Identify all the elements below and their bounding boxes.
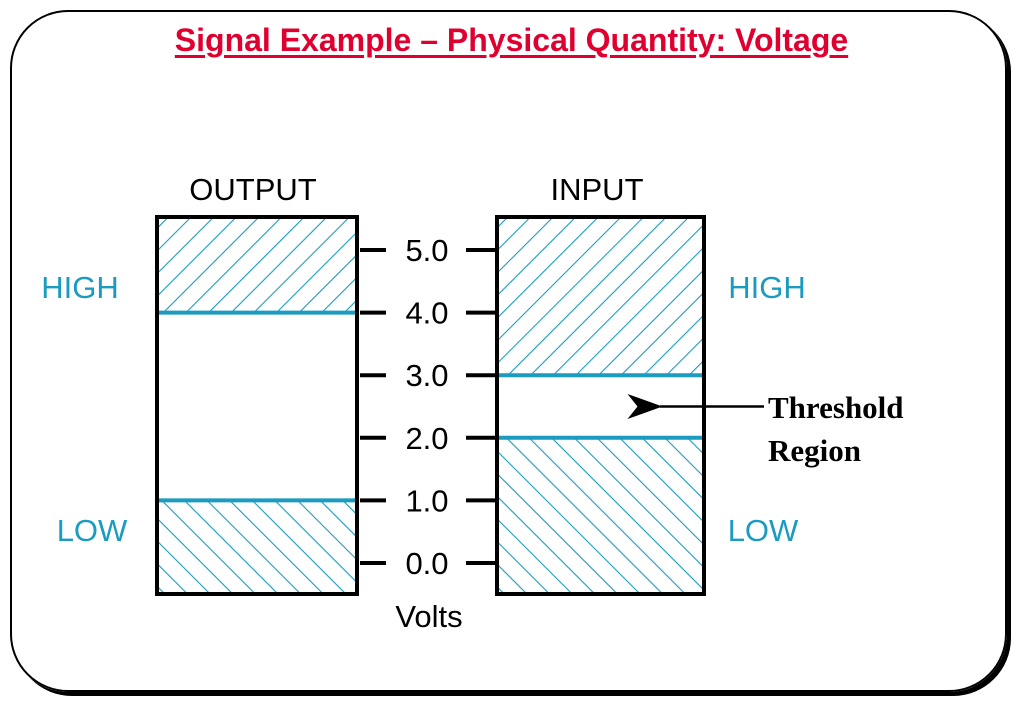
input-column — [495, 215, 706, 596]
scale-tick-label: 5.0 — [405, 233, 448, 268]
scale-tick-label: 1.0 — [405, 483, 448, 518]
output-low-label: LOW — [57, 513, 128, 548]
input-low-region — [497, 437, 704, 594]
input-header: INPUT — [551, 172, 644, 207]
slide-title: Signal Example – Physical Quantity: Volt… — [174, 22, 849, 58]
threshold-label-line2: Region — [768, 433, 861, 468]
voltage-scale: 5.0 4.0 3.0 2.0 1.0 0.0 — [360, 233, 495, 581]
scale-tick-label: 3.0 — [405, 358, 448, 393]
output-header: OUTPUT — [189, 172, 317, 207]
input-high-label: HIGH — [728, 270, 806, 305]
threshold-label-line1: Threshold — [768, 390, 904, 425]
scale-tick-label: 0.0 — [405, 546, 448, 581]
output-low-region — [157, 500, 357, 594]
volts-unit-label: Volts — [395, 599, 462, 634]
output-column-border — [155, 215, 359, 596]
input-low-label: LOW — [728, 513, 799, 548]
input-high-region — [497, 217, 704, 376]
slide-frame — [10, 10, 1007, 692]
scale-tick-label: 2.0 — [405, 421, 448, 456]
output-high-label: HIGH — [41, 270, 119, 305]
output-high-region — [157, 217, 357, 313]
output-column — [155, 215, 359, 596]
scale-tick-label: 4.0 — [405, 296, 448, 331]
